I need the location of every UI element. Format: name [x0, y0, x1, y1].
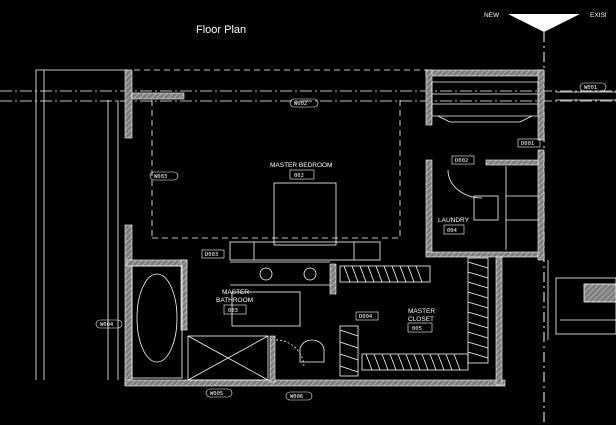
bedroom-code-box [289, 169, 315, 180]
exterior-lines [35, 69, 128, 380]
tag-w005: W005 [210, 391, 223, 397]
closet-name-2: CLOSET [408, 316, 434, 323]
bed [229, 182, 381, 286]
bathroom-code-box [223, 304, 247, 315]
existing-label: EXISI [590, 12, 607, 19]
laundry-name: LAUNDRY [438, 217, 470, 224]
tag-w004: W004 [100, 322, 114, 328]
bathroom-fixtures [131, 265, 325, 381]
tag-d001: D001 [521, 141, 534, 147]
bedroom-name: MASTER BEDROOM [270, 162, 332, 169]
tag-d004: D004 [359, 314, 373, 320]
bathroom-code: 003 [228, 308, 238, 314]
bathroom-name-1: MASTER [222, 289, 249, 296]
tag-d002: D002 [455, 158, 468, 164]
closet-shelving [339, 257, 489, 377]
closet-code: 005 [412, 326, 422, 332]
walls [124, 69, 545, 387]
laundry-code-box [443, 224, 465, 235]
page-title: Floor Plan [196, 24, 247, 36]
tag-w002: W002 [294, 101, 307, 107]
tag-w006: W006 [290, 394, 303, 400]
tag-d003: D003 [205, 252, 218, 258]
closet-name-1: MASTER [408, 308, 435, 315]
laundry-fixtures [447, 166, 538, 250]
tag-w003: W003 [154, 174, 167, 180]
window-unit [431, 81, 539, 123]
laundry-code: 004 [447, 228, 458, 234]
overhead-dashed-lines [0, 69, 616, 240]
closet-code-box [407, 322, 433, 333]
tag-w001: W001 [584, 85, 597, 91]
existing-structure [547, 91, 616, 340]
bathroom-name-2: BATHROOM [216, 297, 253, 304]
tag-boxes [95, 82, 607, 401]
bedroom-code: 002 [294, 173, 304, 179]
new-label: NEW [484, 12, 500, 19]
